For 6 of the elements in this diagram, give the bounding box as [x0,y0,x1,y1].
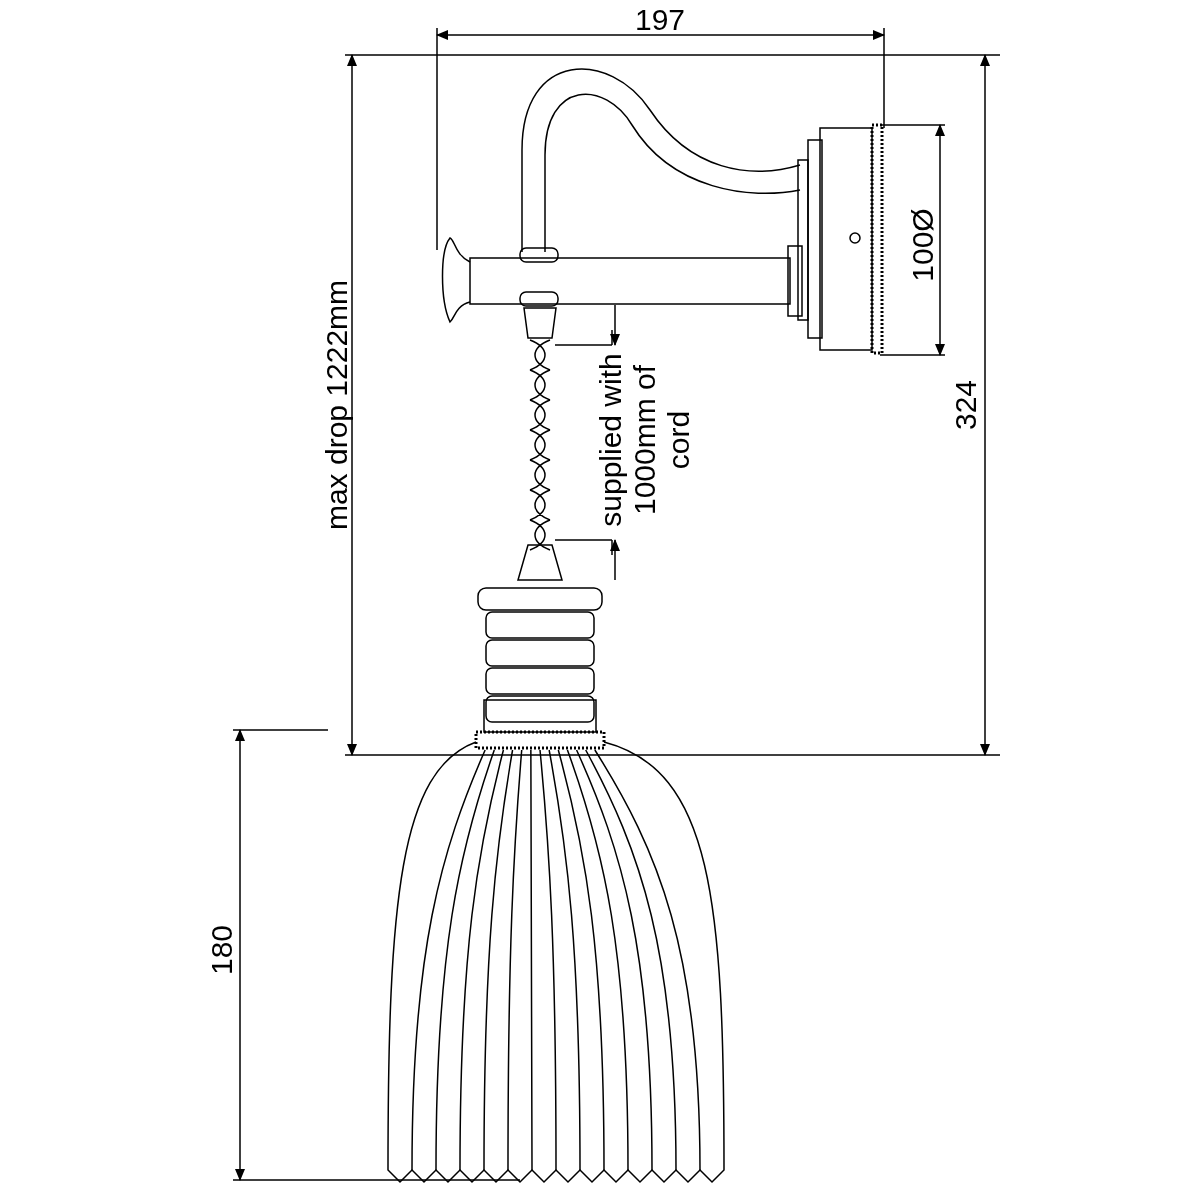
dimension-label: 324 [951,379,982,431]
note-text: supplied with 1000mm of cord [594,352,696,529]
dimension-label: max drop 1222mm [322,279,353,531]
dimension-label: 100Ø [907,208,938,282]
dimension-label: 180 [207,924,238,976]
dimension-label: 197 [635,5,686,35]
